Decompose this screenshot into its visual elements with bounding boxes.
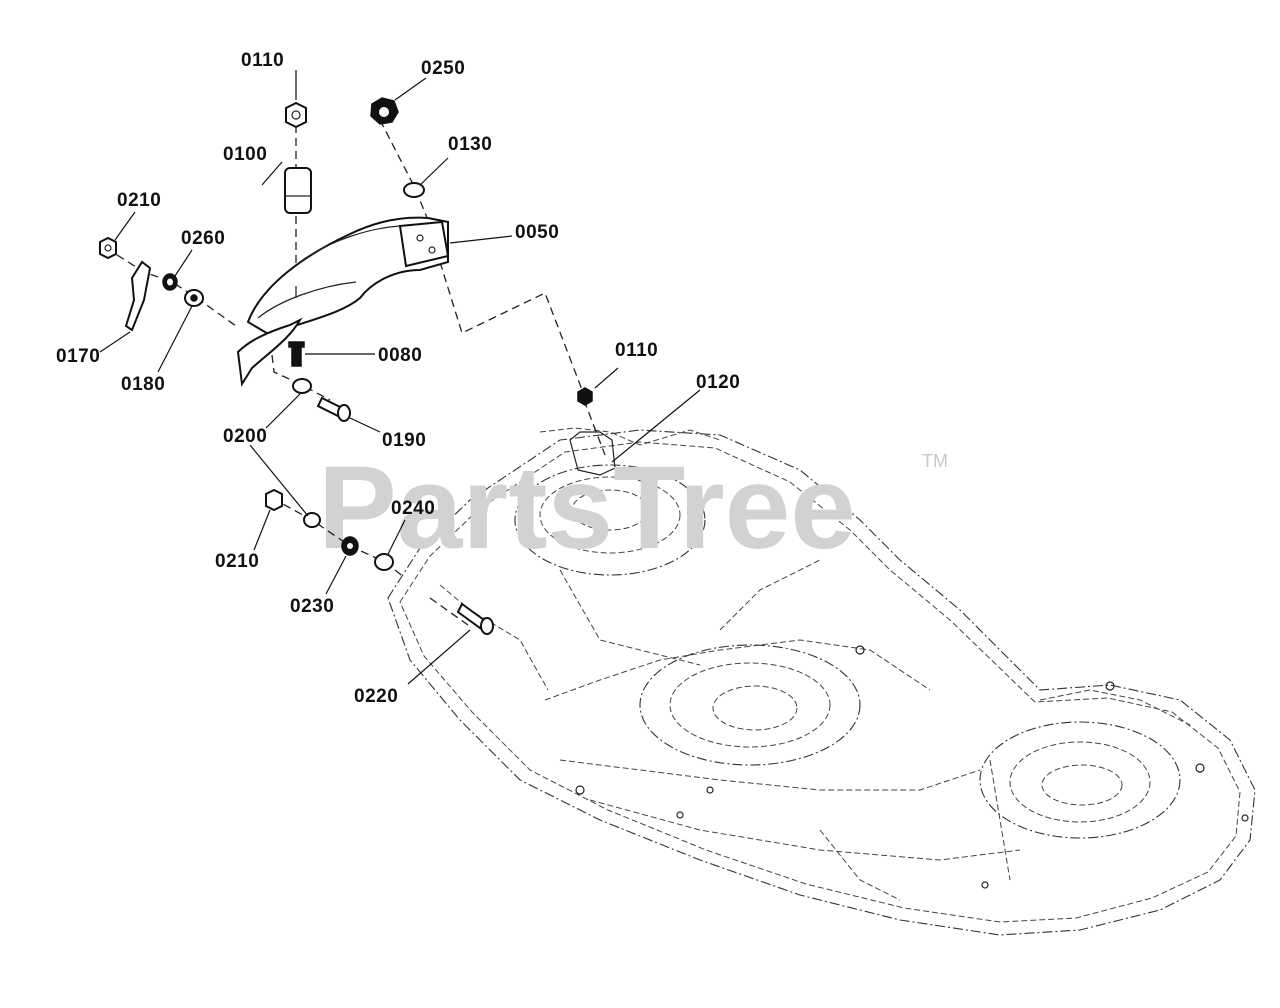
hex-nut-0210-top bbox=[99, 236, 117, 260]
screw-0080 bbox=[288, 341, 305, 367]
callout-labels: 0110 0250 0130 0100 0050 0210 0260 0170 … bbox=[56, 50, 740, 707]
callout-0100: 0100 bbox=[223, 144, 267, 165]
callout-0190: 0190 bbox=[382, 430, 426, 451]
watermark-trademark: TM bbox=[922, 451, 948, 471]
lock-washer-0260 bbox=[162, 273, 178, 291]
washer-0200 bbox=[292, 378, 312, 394]
bracket-0170 bbox=[124, 260, 152, 332]
callout-0240: 0240 bbox=[391, 498, 435, 519]
callout-0170: 0170 bbox=[56, 346, 100, 367]
callout-0230: 0230 bbox=[290, 596, 334, 617]
hex-nut-0110-lower bbox=[577, 387, 593, 406]
sleeve-0100 bbox=[284, 167, 312, 214]
watermark-text: PartsTree bbox=[318, 442, 856, 574]
mower-deck bbox=[387, 427, 1256, 936]
hex-nut-0210-lower bbox=[265, 488, 283, 512]
callout-0260: 0260 bbox=[181, 228, 225, 249]
parts bbox=[99, 97, 593, 635]
bolt-0220 bbox=[456, 602, 494, 635]
callout-0250: 0250 bbox=[421, 58, 465, 79]
washer-0200-lower bbox=[303, 512, 321, 528]
hex-nut-0110-top bbox=[285, 101, 307, 129]
washer-0130 bbox=[403, 182, 425, 198]
leader-lines bbox=[99, 70, 701, 685]
discharge-chute-0050 bbox=[236, 216, 450, 387]
callout-0210-top: 0210 bbox=[117, 190, 161, 211]
callout-0220: 0220 bbox=[354, 686, 398, 707]
watermark: PartsTree TM bbox=[318, 442, 948, 574]
callout-0180: 0180 bbox=[121, 374, 165, 395]
callout-0050: 0050 bbox=[515, 222, 559, 243]
callout-0210-lower: 0210 bbox=[215, 551, 259, 572]
spacer-0230 bbox=[341, 536, 359, 556]
bolt-0190 bbox=[316, 396, 351, 422]
knob-0250 bbox=[370, 97, 399, 125]
callout-0130: 0130 bbox=[448, 134, 492, 155]
washer-0180 bbox=[184, 289, 204, 307]
callout-0200: 0200 bbox=[223, 426, 267, 447]
callout-0110-top: 0110 bbox=[241, 50, 284, 71]
callout-0110-lower: 0110 bbox=[615, 340, 658, 361]
callout-0120: 0120 bbox=[696, 372, 740, 393]
callout-0080: 0080 bbox=[378, 345, 422, 366]
washer-0240 bbox=[374, 553, 394, 571]
